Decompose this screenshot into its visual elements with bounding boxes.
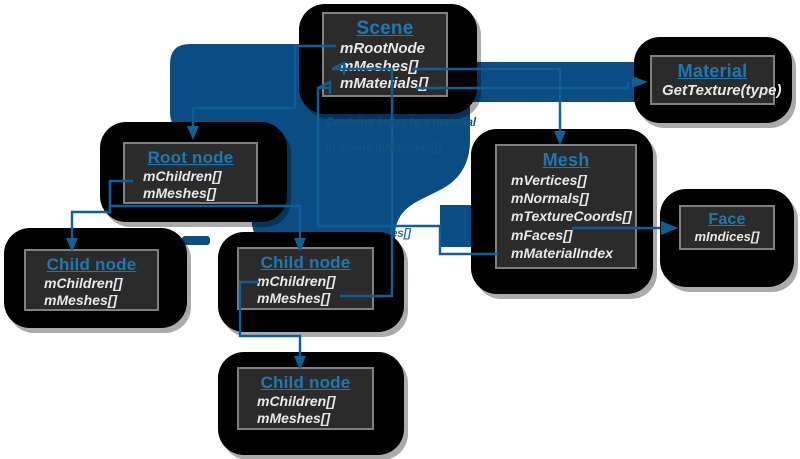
node-mesh-field-mfaces: mFaces[] [511, 226, 573, 243]
node-mesh-field-mmaterialindex: mMaterialIndex [511, 244, 613, 261]
node-child-node-1-title: Child node [46, 255, 137, 274]
node-root-node-field-mchildren: mChildren[] [143, 168, 222, 184]
annotation-material-index-line2: in Scene.mMaterials[] [325, 142, 442, 155]
node-mesh-field-mtexturecoords: mTextureCoords[] [511, 208, 632, 225]
node-mesh-title: Mesh [542, 150, 590, 170]
annotation-material-index-line1: Contains index to a material [325, 117, 476, 130]
node-root-node-field-mmeshes: mMeshes[] [143, 184, 217, 201]
node-face-title: Face [708, 211, 746, 228]
node-mesh[interactable]: Mesh mVertices[] mNormals[] mTextureCoor… [495, 144, 637, 269]
node-scene-field-mmeshes: mMeshes[] [340, 57, 419, 75]
node-child-node-3-field-mmeshes: mMeshes[] [257, 409, 331, 426]
node-mesh-field-mnormals: mNormals[] [511, 190, 589, 207]
node-scene-field-mmaterials: mMaterials[] [340, 75, 429, 93]
node-scene-field-mrootnode: mRootNode [340, 40, 425, 57]
node-child-node-3[interactable]: Child node mChildren[] mMeshes[] [237, 367, 374, 430]
node-material[interactable]: Material GetTexture(type) [650, 55, 782, 105]
node-child-node-2-field-mchildren: mChildren[] [257, 273, 336, 289]
node-child-node-2-title: Child node [260, 253, 351, 272]
node-material-title: Material [677, 61, 748, 81]
node-scene-title: Scene [356, 18, 414, 39]
node-child-node-1[interactable]: Child node mChildren[] mMeshes[] [24, 249, 159, 311]
node-root-node[interactable]: Root node mChildren[] mMeshes[] [123, 142, 258, 204]
node-root-node-title: Root node [147, 148, 234, 167]
node-face[interactable]: Face mIndices[] [679, 205, 775, 250]
node-scene[interactable]: Scene mRootNode mMeshes[] mMaterials[] [322, 12, 448, 97]
node-mesh-field-mvertices: mVertices[] [511, 172, 587, 188]
node-child-node-1-field-mmeshes: mMeshes[] [44, 291, 118, 308]
node-child-node-3-field-mchildren: mChildren[] [257, 393, 336, 409]
node-material-field-gettexture: GetTexture(type) [662, 82, 782, 99]
node-face-field-mindices: mIndices[] [694, 229, 760, 244]
node-child-node-1-field-mchildren: mChildren[] [44, 275, 123, 291]
annotation-material-index: Contains index to a material in Scene.mM… [313, 105, 476, 167]
node-child-node-2-field-mmeshes: mMeshes[] [257, 289, 331, 306]
node-child-node-3-title: Child node [260, 373, 351, 392]
node-child-node-2[interactable]: Child node mChildren[] mMeshes[] [237, 247, 374, 310]
